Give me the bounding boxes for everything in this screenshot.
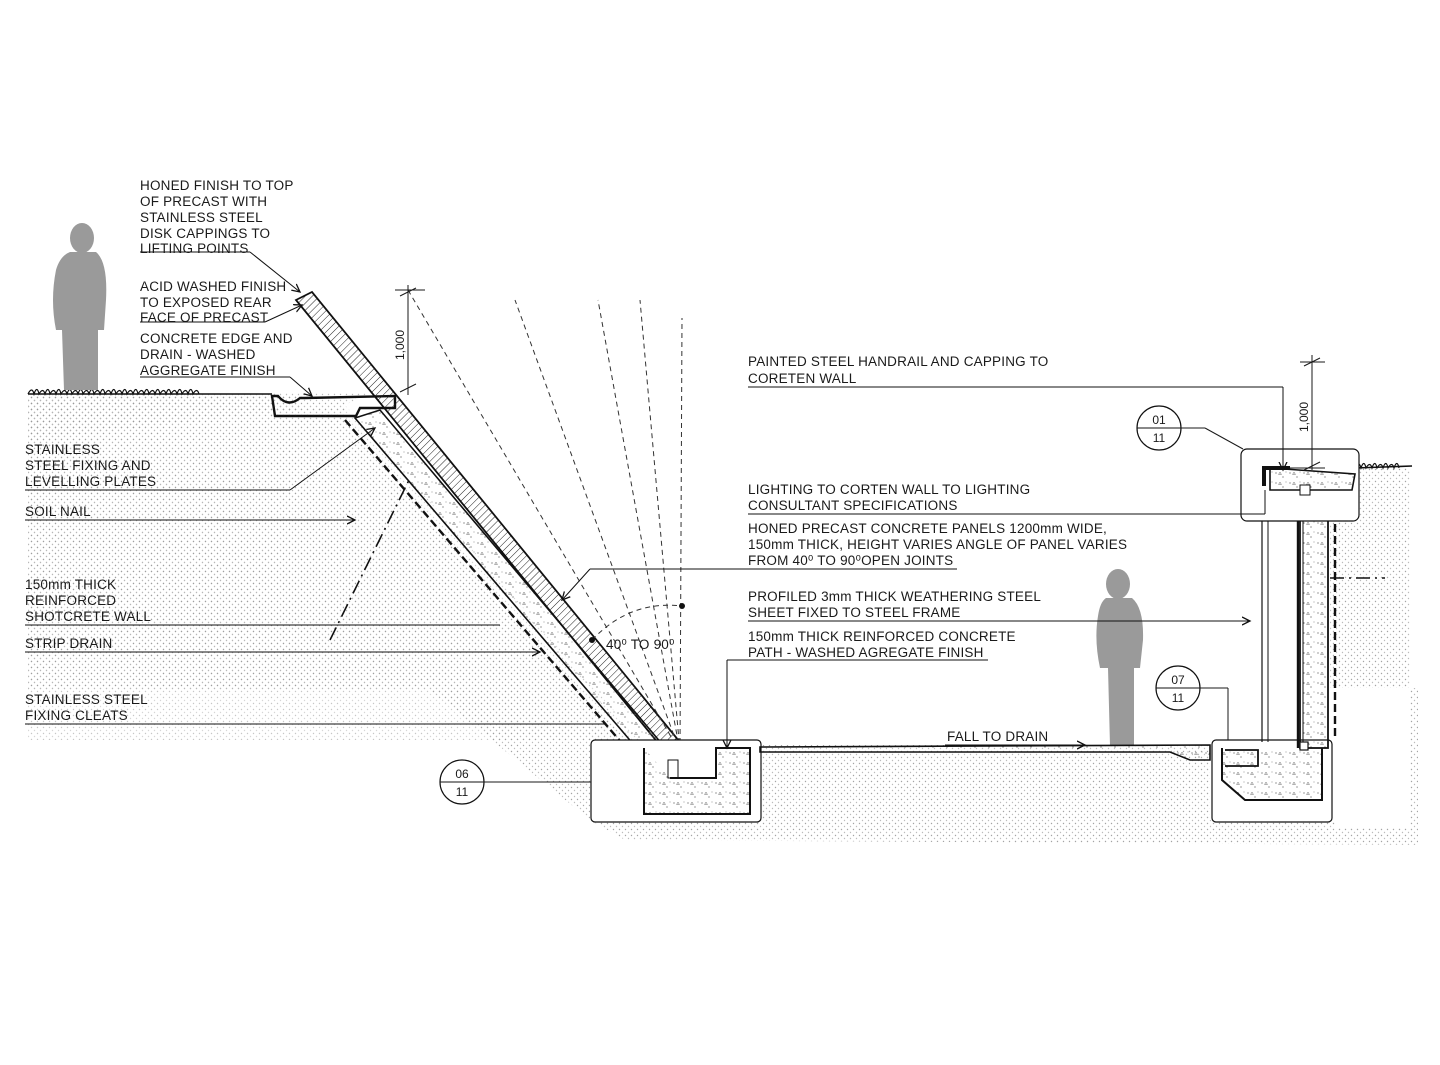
svg-text:PAINTED STEEL HANDRAIL AND CA: PAINTED STEEL HANDRAIL AND CAPPING TO xyxy=(748,354,1048,369)
svg-text:REINFORCED: REINFORCED xyxy=(25,593,116,608)
svg-text:SHOTCRETE WALL: SHOTCRETE WALL xyxy=(25,609,151,624)
label-path: 150mm THICK REINFORCED CONCRETE PATH - W… xyxy=(748,629,1016,660)
panel-rotation-lines xyxy=(407,289,685,753)
svg-text:FIXING CLEATS: FIXING CLEATS xyxy=(25,708,128,723)
label-fall-to-drain: FALL TO DRAIN xyxy=(947,729,1048,744)
svg-text:FACE OF PRECAST: FACE OF PRECAST xyxy=(140,310,268,325)
svg-text:STAINLESS: STAINLESS xyxy=(25,442,100,457)
svg-text:DISK CAPPINGS TO: DISK CAPPINGS TO xyxy=(140,226,270,241)
corten-wall xyxy=(1211,488,1385,823)
svg-text:AGGREGATE FINISH: AGGREGATE FINISH xyxy=(140,363,276,378)
concrete-path xyxy=(759,744,1211,761)
svg-text:CONCRETE EDGE AND: CONCRETE EDGE AND xyxy=(140,331,293,346)
svg-text:SHEET FIXED TO STEEL FRAME: SHEET FIXED TO STEEL FRAME xyxy=(748,605,961,620)
svg-text:LIGHTING TO CORTEN WALL TO LIG: LIGHTING TO CORTEN WALL TO LIGHTING xyxy=(748,482,1030,497)
svg-text:PATH - WASHED AGREGATE FINISH: PATH - WASHED AGREGATE FINISH xyxy=(748,645,984,660)
svg-text:DRAIN - WASHED: DRAIN - WASHED xyxy=(140,347,256,362)
svg-text:SOIL NAIL: SOIL NAIL xyxy=(25,504,91,519)
person-figure-left xyxy=(53,223,107,390)
label-soil-nail: SOIL NAIL xyxy=(25,504,91,519)
svg-text:STEEL FIXING AND: STEEL FIXING AND xyxy=(25,458,151,473)
svg-text:STRIP DRAIN: STRIP DRAIN xyxy=(25,636,112,651)
svg-text:LIFTING POINTS: LIFTING POINTS xyxy=(140,241,249,256)
detail-ref-number: 01 xyxy=(1152,413,1166,427)
detail-ref-01-11[interactable]: 01 11 xyxy=(1136,405,1244,451)
label-acid-washed: ACID WASHED FINISH TO EXPOSED REAR FACE … xyxy=(140,279,286,325)
detail-ref-sheet: 11 xyxy=(456,785,469,799)
svg-text:CORETEN WALL: CORETEN WALL xyxy=(748,371,857,386)
detail-ref-number: 07 xyxy=(1171,673,1185,687)
label-shotcrete: 150mm THICK REINFORCED SHOTCRETE WALL xyxy=(25,577,151,624)
label-precast-panels: HONED PRECAST CONCRETE PANELS 1200mm WID… xyxy=(748,521,1127,568)
svg-text:150mm THICK REINFORCED CONCRET: 150mm THICK REINFORCED CONCRETE xyxy=(748,629,1016,644)
leader-lines-right xyxy=(562,386,1283,748)
svg-text:ACID WASHED FINISH: ACID WASHED FINISH xyxy=(140,279,286,294)
label-fixing-cleats: STAINLESS STEEL FIXING CLEATS xyxy=(25,692,148,723)
svg-text:PROFILED 3mm THICK WEATHERING: PROFILED 3mm THICK WEATHERING STEEL xyxy=(748,589,1041,604)
svg-text:HONED PRECAST CONCRETE PANELS: HONED PRECAST CONCRETE PANELS 1200mm WID… xyxy=(748,521,1107,536)
detail-ref-sheet: 11 xyxy=(1153,431,1166,445)
grass-left xyxy=(27,388,272,397)
dimension-handrail xyxy=(1290,355,1325,471)
svg-text:OF PRECAST WITH: OF PRECAST WITH xyxy=(140,194,267,209)
person-figure-right xyxy=(1096,569,1144,746)
handrail-capping xyxy=(1240,448,1360,522)
dimension-panel xyxy=(395,285,425,395)
svg-text:150mm THICK: 150mm THICK xyxy=(25,577,116,592)
soil-mass xyxy=(28,393,1418,845)
grass-right xyxy=(1354,462,1413,471)
label-stainless-fixing: STAINLESS STEEL FIXING AND LEVELLING PLA… xyxy=(25,442,156,489)
svg-text:TO EXPOSED REAR: TO EXPOSED REAR xyxy=(140,295,272,310)
left-footing xyxy=(590,739,762,823)
detail-ref-number: 06 xyxy=(455,767,469,781)
label-angle: 40⁰ TO 90⁰ xyxy=(606,637,675,652)
label-handrail: PAINTED STEEL HANDRAIL AND CAPPING TO CO… xyxy=(748,354,1048,386)
detail-ref-07-11[interactable]: 07 11 xyxy=(1155,665,1229,740)
svg-text:150mm THICK, HEIGHT VARIES ANG: 150mm THICK, HEIGHT VARIES ANGLE OF PANE… xyxy=(748,537,1127,552)
svg-text:FALL TO DRAIN: FALL TO DRAIN xyxy=(947,729,1048,744)
label-lighting: LIGHTING TO CORTEN WALL TO LIGHTING CONS… xyxy=(748,482,1030,513)
dimension-panel-label: 1,000 xyxy=(393,330,407,360)
svg-text:FROM 40⁰ TO 90⁰OPEN JOINTS: FROM 40⁰ TO 90⁰OPEN JOINTS xyxy=(748,553,953,568)
detail-ref-sheet: 11 xyxy=(1172,691,1185,705)
leader-lines-left xyxy=(25,251,605,725)
svg-text:CONSULTANT SPECIFICATIONS: CONSULTANT SPECIFICATIONS xyxy=(748,498,958,513)
svg-text:STAINLESS STEEL: STAINLESS STEEL xyxy=(140,210,263,225)
svg-text:LEVELLING PLATES: LEVELLING PLATES xyxy=(25,474,156,489)
label-honed-finish: HONED FINISH TO TOP OF PRECAST WITH STAI… xyxy=(140,178,294,256)
svg-text:HONED FINISH TO TOP: HONED FINISH TO TOP xyxy=(140,178,294,193)
label-concrete-edge: CONCRETE EDGE AND DRAIN - WASHED AGGREGA… xyxy=(140,331,293,378)
svg-text:STAINLESS STEEL: STAINLESS STEEL xyxy=(25,692,148,707)
detail-ref-06-11[interactable]: 06 11 xyxy=(439,759,591,805)
concrete-edge-drain xyxy=(270,394,397,418)
dimension-handrail-label: 1,000 xyxy=(1297,402,1311,432)
label-strip-drain: STRIP DRAIN xyxy=(25,636,112,651)
soil-nail xyxy=(329,477,411,641)
label-weathering-steel: PROFILED 3mm THICK WEATHERING STEEL SHEE… xyxy=(748,589,1041,620)
